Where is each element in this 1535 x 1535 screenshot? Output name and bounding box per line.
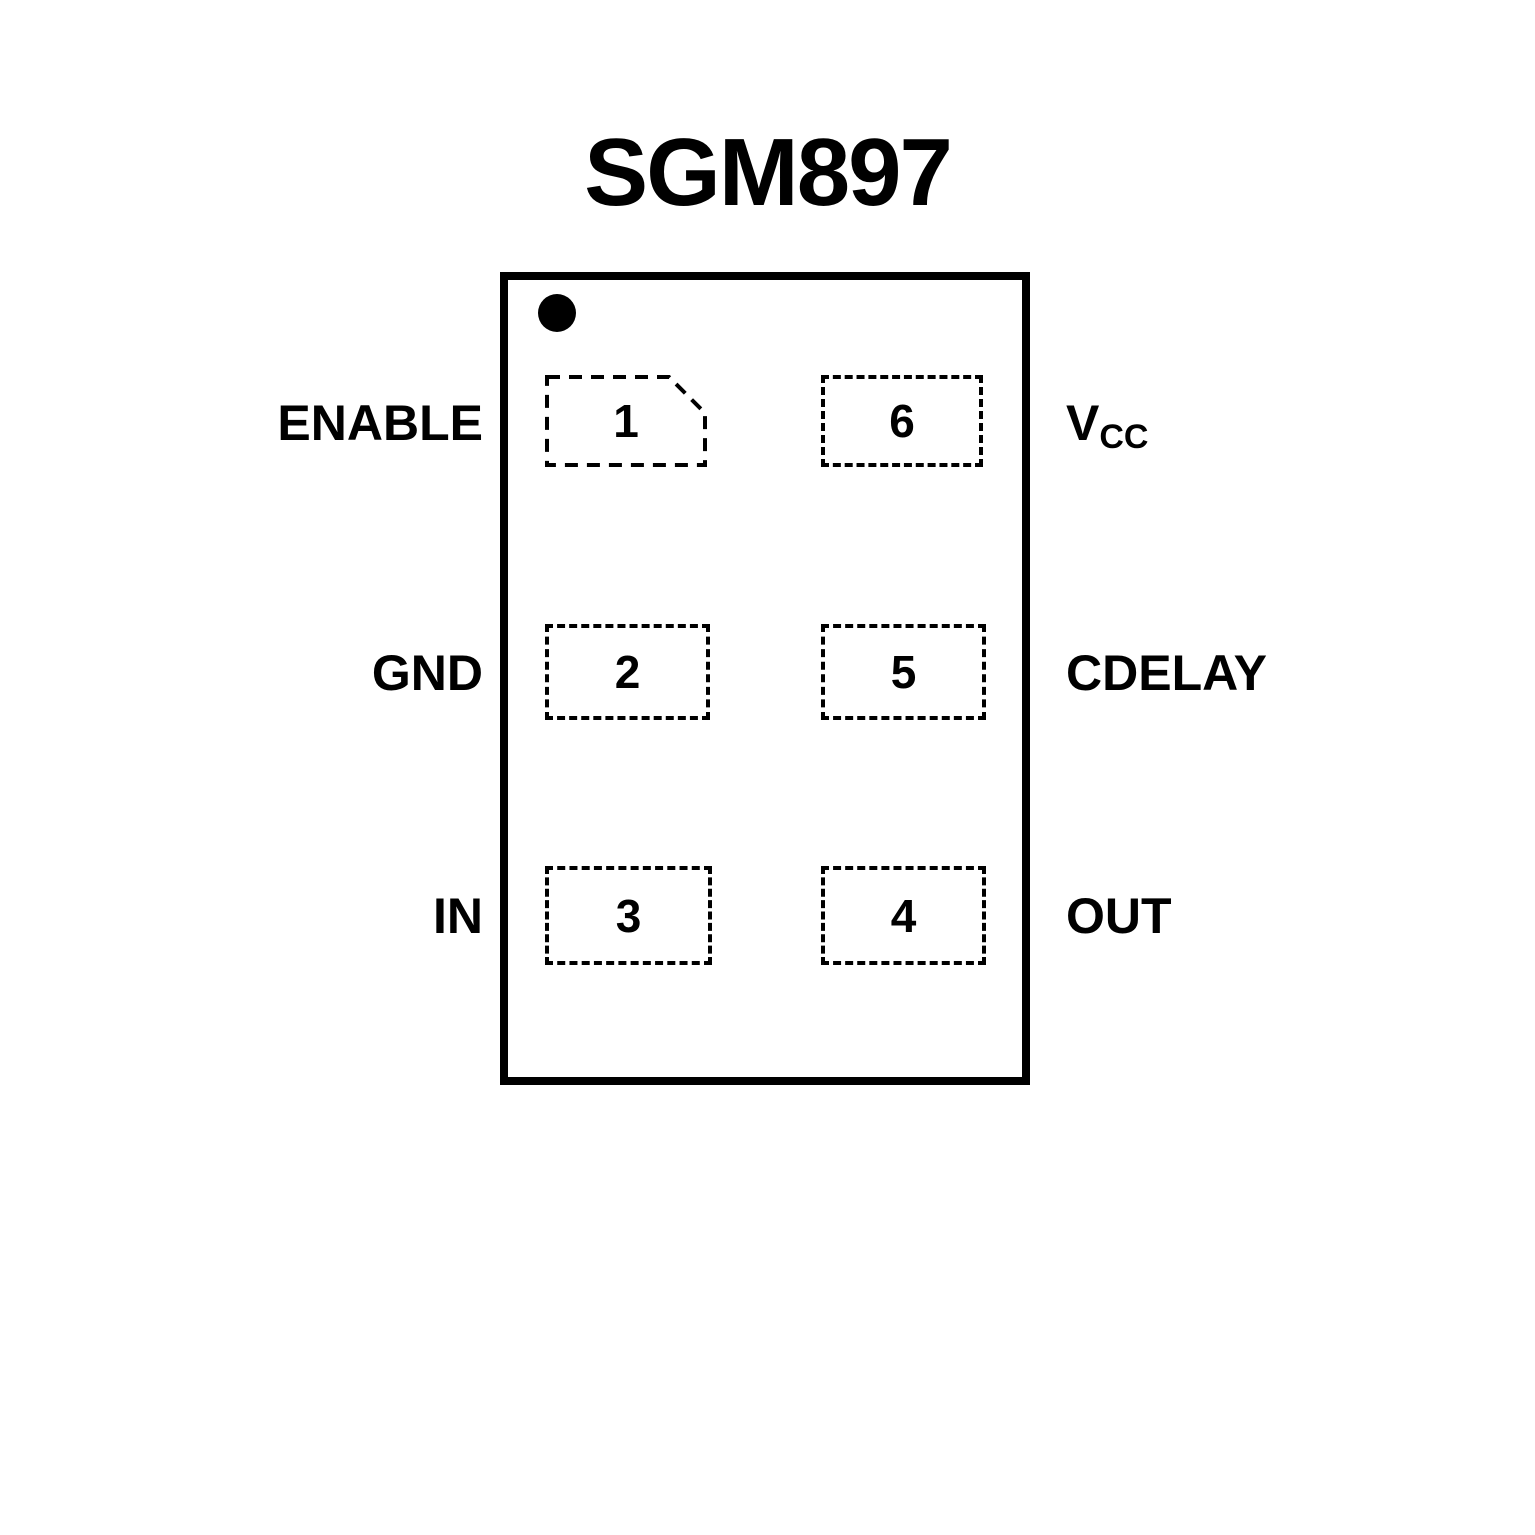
pin-box-1: 1 bbox=[545, 375, 707, 467]
chip-title: SGM897 bbox=[584, 119, 953, 226]
pin-label-gnd: GND bbox=[371, 645, 483, 701]
pin-1-chamfer-outline bbox=[545, 375, 707, 467]
pin-box-5: 5 bbox=[821, 624, 986, 720]
chip-package-outline bbox=[500, 272, 1030, 1085]
pin-label-in: IN bbox=[433, 888, 483, 944]
pin-label-enable: ENABLE bbox=[277, 395, 483, 451]
pin-number-3: 3 bbox=[615, 889, 642, 942]
pin-number-4: 4 bbox=[890, 889, 917, 942]
pin1-indicator-dot bbox=[538, 294, 576, 332]
pin-number-2: 2 bbox=[614, 646, 641, 698]
pin-box-4: 4 bbox=[821, 866, 986, 965]
pin-number-5: 5 bbox=[890, 646, 917, 698]
pin-label-cdelay: CDELAY bbox=[1066, 645, 1267, 701]
pin-label-vcc-main: V bbox=[1066, 395, 1100, 451]
pin-box-6: 6 bbox=[821, 375, 983, 467]
pin-label-vcc: VCC bbox=[1066, 395, 1148, 454]
pin-number-1: 1 bbox=[613, 395, 639, 447]
pin-box-2: 2 bbox=[545, 624, 710, 720]
pin-label-vcc-subscript: CC bbox=[1099, 418, 1149, 456]
pin-box-3: 3 bbox=[545, 866, 712, 965]
pin-label-out: OUT bbox=[1066, 888, 1172, 944]
pin-number-6: 6 bbox=[889, 395, 915, 447]
